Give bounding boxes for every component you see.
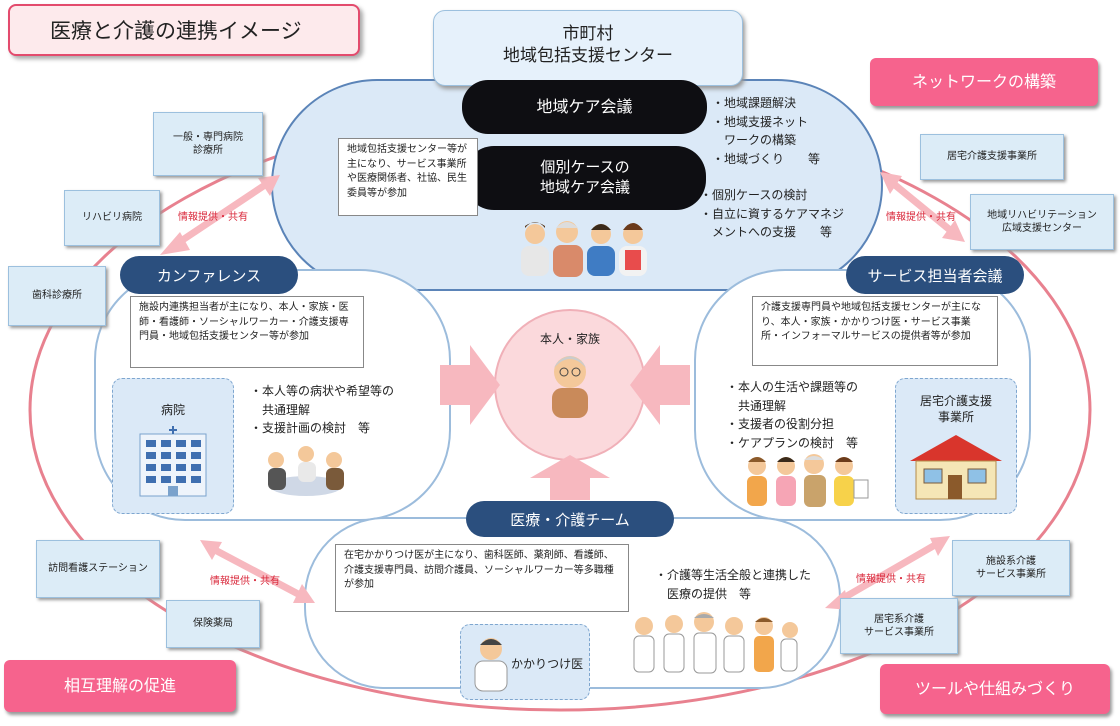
info-share-label-lower-right: 情報提供・共有 <box>856 574 926 585</box>
visiting-nurse-station-box: 訪問看護ステーション <box>36 540 160 598</box>
info-arrow-lower-left <box>200 540 315 603</box>
family-doctor-label: かかりつけ医 <box>511 657 584 671</box>
dental-clinic-box: 歯科診療所 <box>8 266 106 326</box>
home-care-office-label: 居宅介護支援 事業所 <box>919 394 992 425</box>
service-bullets: ・本人の生活や課題等の 共通理解 ・支援者の役割分担 ・ケアプランの検討 等 <box>726 380 859 450</box>
pharmacy-box: 保険薬局 <box>166 600 260 648</box>
team-bullets: ・介護等生活全般と連携した 医療の提供 等 <box>655 568 812 601</box>
hospital-box: 病院 <box>112 378 234 514</box>
hospital-building-icon <box>139 426 207 497</box>
left-big-arrow <box>440 345 500 425</box>
team-note: 在宅かかりつけ医が主になり、歯科医師、薬剤師、看護師、介護支援専門員、訪問介護員… <box>335 544 629 612</box>
medical-care-team-tag: 医療・介護チーム <box>466 501 674 537</box>
mutual-understanding-tag: 相互理解の促進 <box>4 660 236 712</box>
family-illustration <box>747 454 869 507</box>
people-group-illustration <box>521 221 647 277</box>
home-care-service-box: 居宅系介護 サービス事業所 <box>840 598 958 654</box>
info-arrow-upper-right <box>880 172 965 242</box>
info-share-label-upper-right: 情報提供・共有 <box>886 212 956 223</box>
hospital-label: 病院 <box>160 403 185 417</box>
center-label: 本人・家族 <box>539 332 600 346</box>
service-meeting-tag: サービス担当者会議 <box>846 256 1024 294</box>
facility-care-service-box: 施設系介護 サービス事業所 <box>952 540 1070 596</box>
conference-bullets: ・本人等の病状や希望等の 共通理解 ・支援計画の検討 等 <box>250 384 395 436</box>
individual-case-meeting-tag: 個別ケースの 地域ケア会議 <box>464 146 706 210</box>
regional-rehab-center-box: 地域リハビリテーション 広域支援センター <box>970 194 1114 250</box>
home-care-office-box: 居宅介護支援 事業所 <box>895 378 1017 514</box>
conference-note: 施設内連携担当者が主になり、本人・家族・医師・看護師・ソーシャルワーカー・介護支… <box>130 296 364 368</box>
elderly-person-icon <box>552 356 588 418</box>
top-note: 地域包括支援センター等が主になり、サービス事業所や医療関係者、社協、民生委員等が… <box>338 138 478 216</box>
top-bullets-2: ・個別ケースの検討 ・自立に資するケアマネジ メントへの支援 等 <box>700 188 845 240</box>
right-big-arrow <box>630 345 690 425</box>
meeting-illustration <box>268 446 344 496</box>
info-share-label-lower-left: 情報提供・共有 <box>210 576 280 587</box>
page-title: 医療と介護の連携イメージ <box>8 4 360 56</box>
municipality-box: 市町村 地域包括支援センター <box>433 10 743 86</box>
network-tag: ネットワークの構築 <box>870 58 1098 106</box>
top-bullets-1: ・地域課題解決 ・地域支援ネット ワークの構築 ・地域づくり 等 <box>712 96 821 166</box>
bottom-big-arrow <box>530 455 610 500</box>
home-care-support-office-box: 居宅介護支援事業所 <box>920 134 1064 180</box>
regional-care-meeting-tag: 地域ケア会議 <box>462 80 707 134</box>
service-note: 介護支援専門員や地域包括支援センターが主になり、本人・家族・かかりつけ医・サービ… <box>752 296 998 366</box>
house-icon <box>910 435 1002 500</box>
info-arrow-upper-left <box>160 175 280 255</box>
rehab-hospital-box: リハビリ病院 <box>64 190 160 246</box>
family-doctor-box: かかりつけ医 <box>460 624 590 700</box>
general-hospital-box: 一般・専門病院 診療所 <box>153 112 263 176</box>
conference-tag: カンファレンス <box>120 256 298 294</box>
medical-staff-illustration <box>633 612 798 674</box>
doctor-icon <box>474 638 508 692</box>
info-share-label-upper-left: 情報提供・共有 <box>178 212 248 223</box>
tools-tag: ツールや仕組みづくり <box>880 664 1110 714</box>
